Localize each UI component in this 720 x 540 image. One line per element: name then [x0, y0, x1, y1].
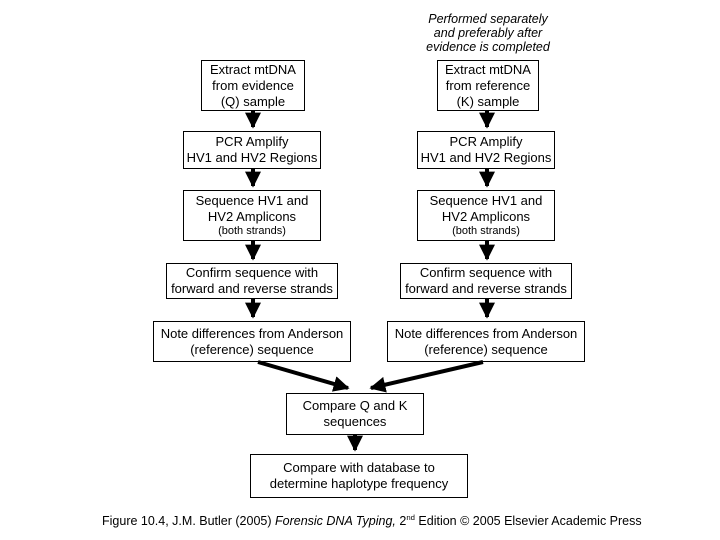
box-pcr-amplify-evidence: PCR Amplify HV1 and HV2 Regions — [183, 131, 321, 169]
box-note-differences-reference: Note differences from Anderson (referenc… — [387, 321, 585, 362]
box-confirm-sequence-reference-label: Confirm sequence with forward and revers… — [405, 265, 567, 296]
box-confirm-sequence-evidence-label: Confirm sequence with forward and revers… — [171, 265, 333, 296]
box-pcr-amplify-reference-label: PCR Amplify HV1 and HV2 Regions — [420, 134, 552, 165]
box-confirm-sequence-reference: Confirm sequence with forward and revers… — [400, 263, 572, 299]
box-compare-q-and-k: Compare Q and K sequences — [286, 393, 424, 435]
arrow-q-note-to-compare — [257, 360, 350, 392]
box-pcr-amplify-evidence-label: PCR Amplify HV1 and HV2 Regions — [186, 134, 318, 165]
caption-book-title: Forensic DNA Typing, — [275, 514, 396, 528]
box-extract-reference: Extract mtDNA from reference (K) sample — [437, 60, 539, 111]
figure-caption: Figure 10.4, J.M. Butler (2005) Forensic… — [102, 513, 662, 529]
box-sequence-evidence: Sequence HV1 and HV2 Amplicons (both str… — [183, 190, 321, 241]
arrow-k-note-to-compare — [369, 360, 484, 393]
box-compare-with-database: Compare with database to determine haplo… — [250, 454, 468, 498]
note-annotation: Performed separately and preferably afte… — [426, 12, 550, 54]
box-sequence-reference: Sequence HV1 and HV2 Amplicons (both str… — [417, 190, 555, 241]
caption-edition-number: 2 — [395, 514, 407, 528]
box-compare-q-and-k-label: Compare Q and K sequences — [302, 398, 408, 429]
box-note-differences-reference-label: Note differences from Anderson (referenc… — [394, 325, 578, 357]
box-note-differences-evidence-label: Note differences from Anderson (referenc… — [160, 325, 344, 357]
caption-suffix: Edition © 2005 Elsevier Academic Press — [414, 514, 642, 528]
box-compare-with-database-label: Compare with database to determine haplo… — [269, 460, 449, 491]
box-sequence-evidence-sublabel: (both strands) — [218, 225, 286, 237]
caption-prefix: Figure 10.4, J.M. Butler (2005) — [102, 514, 275, 528]
box-extract-evidence: Extract mtDNA from evidence (Q) sample — [201, 60, 305, 111]
box-sequence-reference-sublabel: (both strands) — [452, 225, 520, 237]
box-extract-reference-label: Extract mtDNA from reference (K) sample — [445, 61, 531, 109]
box-extract-evidence-label: Extract mtDNA from evidence (Q) sample — [210, 61, 296, 109]
box-sequence-reference-label: Sequence HV1 and HV2 Amplicons — [429, 193, 543, 224]
caption-ordinal-suffix: nd — [406, 512, 415, 522]
box-pcr-amplify-reference: PCR Amplify HV1 and HV2 Regions — [417, 131, 555, 169]
box-confirm-sequence-evidence: Confirm sequence with forward and revers… — [166, 263, 338, 299]
box-sequence-evidence-label: Sequence HV1 and HV2 Amplicons — [195, 193, 309, 224]
box-note-differences-evidence: Note differences from Anderson (referenc… — [153, 321, 351, 362]
